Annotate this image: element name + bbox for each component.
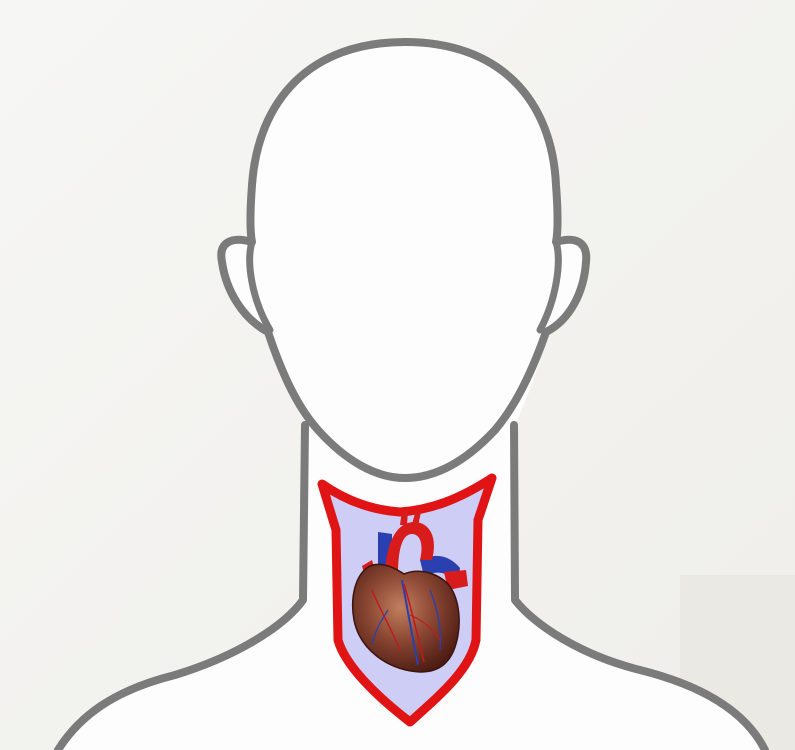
illustration xyxy=(0,0,795,750)
